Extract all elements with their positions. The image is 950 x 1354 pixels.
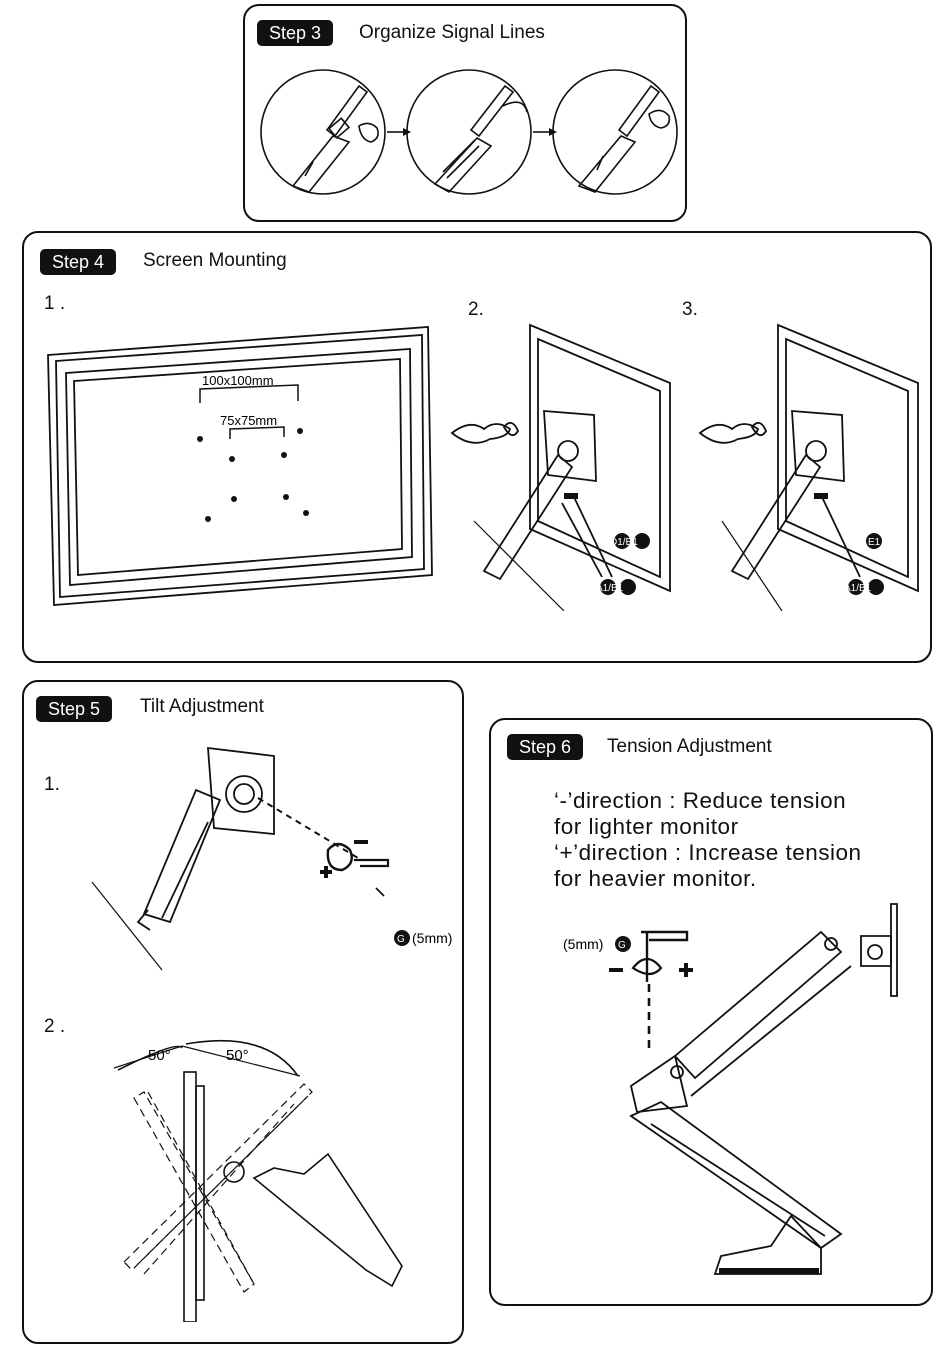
- vesa-100-label: 100x100mm: [202, 373, 274, 388]
- tension-arm-illustration: G (5mm): [551, 896, 911, 1276]
- wrench-size-label: (5mm): [412, 930, 452, 946]
- step3-badge: Step 3: [257, 20, 333, 46]
- tilt-angle-right: 50°: [226, 1047, 249, 1064]
- vesa-75-label: 75x75mm: [220, 413, 277, 428]
- tool-tag-g-6: G: [618, 940, 626, 951]
- tension-line-2: for lighter monitor: [554, 814, 862, 840]
- step3-illustration: [253, 66, 681, 202]
- tilt-angle-illustration: 50° 50°: [104, 1022, 444, 1322]
- wrench-size-label-6: (5mm): [563, 936, 603, 952]
- step5-substep-1: 1.: [44, 774, 60, 796]
- step5-substep-2: 2 .: [44, 1016, 65, 1038]
- step6-panel: Step 6 Tension Adjustment ‘-’direction :…: [489, 718, 933, 1306]
- step4-substep-3: 3.: [682, 299, 698, 321]
- step5-panel: Step 5 Tilt Adjustment 1. 2 .: [22, 680, 464, 1344]
- step4-substep-1: 1 .: [44, 293, 65, 315]
- step5-badge: Step 5: [36, 696, 112, 722]
- step4-mount-illustration-3: E1 A1/B1: [692, 321, 932, 611]
- step4-panel: Step 4 Screen Mounting 1 . 2. 3. 100x100…: [22, 231, 932, 663]
- step4-substep-2: 2.: [468, 299, 484, 321]
- parts-label-a1-b1: A1/B1: [596, 583, 624, 594]
- step6-badge: Step 6: [507, 734, 583, 760]
- tension-instructions: ‘-’direction : Reduce tension for lighte…: [554, 788, 862, 892]
- step3-panel: Step 3 Organize Signal Lines: [243, 4, 687, 222]
- step4-mount-illustration-2: D1/E1 A1/B1: [444, 321, 684, 611]
- parts-label-e1: E1: [868, 537, 881, 548]
- tension-line-1: ‘-’direction : Reduce tension: [554, 788, 862, 814]
- monitor-back-vesa-illustration: 100x100mm 75x75mm: [44, 319, 436, 609]
- tension-line-3: ‘+’direction : Increase tension: [554, 840, 862, 866]
- step6-title: Tension Adjustment: [607, 736, 772, 758]
- step3-title: Organize Signal Lines: [359, 22, 545, 44]
- tilt-wrench-illustration: G (5mm): [88, 742, 458, 972]
- tool-tag-g: G: [397, 934, 405, 945]
- tilt-angle-left: 50°: [148, 1047, 171, 1064]
- step5-title: Tilt Adjustment: [140, 696, 264, 718]
- parts-label-d1-e1: D1/E1: [610, 537, 638, 548]
- step4-title: Screen Mounting: [143, 250, 287, 272]
- tension-line-4: for heavier monitor.: [554, 866, 862, 892]
- parts-label-a1-b1-3: A1/B1: [844, 583, 872, 594]
- step4-badge: Step 4: [40, 249, 116, 275]
